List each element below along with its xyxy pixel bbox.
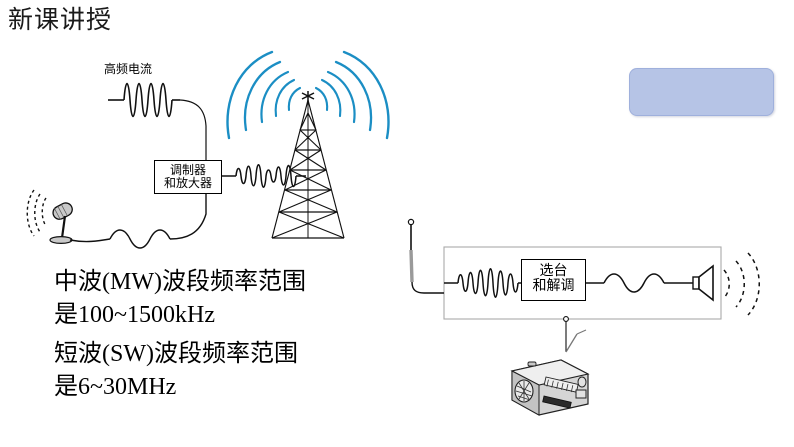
receiver-connector-line [563, 316, 569, 352]
modulator-amplifier-box: 调制器 和放大器 [154, 160, 222, 194]
radio-wave-arcs-icon [226, 50, 390, 140]
tuner-box-line2: 和解调 [532, 279, 575, 294]
page-title: 新课讲授 [8, 7, 113, 34]
mw-line-2: 是100~1500kHz [54, 302, 215, 328]
carrier-wave-icon [108, 82, 180, 118]
modulated-wave-icon [222, 164, 306, 188]
tuner-demodulator-box: 选台 和解调 [521, 259, 586, 301]
tuner-box-line1: 选台 [539, 264, 568, 280]
sw-line-2: 是6~30MHz [54, 374, 177, 400]
transmission-tower-icon [271, 91, 345, 239]
frequency-range-text: 中波(MW)波段频率范围 是100~1500kHz 短波(SW)波段频率范围 是… [54, 266, 384, 410]
wire-carrier-to-modulator [179, 99, 207, 160]
speaker-icon [692, 264, 714, 302]
modulator-box-line2: 和放大器 [163, 176, 212, 190]
received-modulated-wave-icon [444, 268, 521, 298]
portable-radio-icon [510, 329, 590, 416]
mw-line-1: 中波(MW)波段频率范围 [54, 269, 306, 295]
modulator-box-line1: 调制器 [169, 163, 206, 178]
blue-placeholder-box[interactable] [629, 68, 774, 116]
speaker-sound-waves-icon [723, 252, 760, 316]
demodulated-audio-wave-icon [584, 273, 696, 293]
frequency-paragraph-sw: 短波(SW)波段频率范围 是6~30MHz [54, 338, 384, 404]
sw-line-1: 短波(SW)波段频率范围 [54, 341, 298, 367]
receiver-antenna-icon [407, 218, 444, 294]
carrier-wave-label: 高频电流 [104, 62, 153, 76]
audio-signal-wave-icon [69, 192, 207, 249]
microphone-icon [26, 189, 73, 245]
frequency-paragraph-mw: 中波(MW)波段频率范围 是100~1500kHz [54, 266, 384, 332]
